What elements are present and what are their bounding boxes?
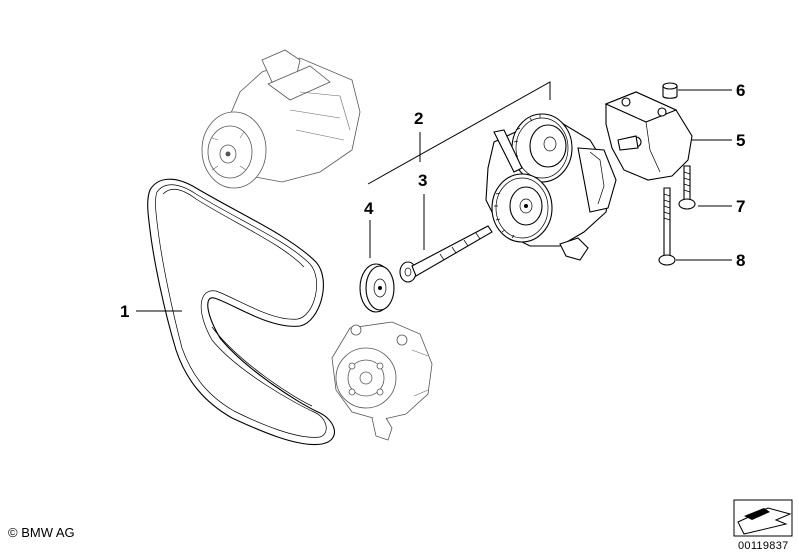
- pulley-bolt: [399, 225, 493, 283]
- callout-5: 5: [736, 131, 745, 150]
- copyright-text: © BMW AG: [8, 525, 75, 540]
- tensioner-bracket: [604, 91, 693, 181]
- callout-3: 3: [418, 171, 427, 190]
- ac-compressor: [201, 49, 361, 189]
- callout-2: 2: [414, 109, 423, 128]
- callout-7: 7: [736, 197, 745, 216]
- sleeve: [662, 82, 678, 99]
- bolt-short: [678, 165, 696, 210]
- direction-arrow-icon: [733, 499, 793, 537]
- diagram-id: 00119837: [738, 540, 789, 552]
- leader-lines: [136, 81, 732, 312]
- bolt-long: [658, 187, 676, 266]
- idler-pulley: [359, 263, 395, 313]
- callout-6: 6: [736, 81, 745, 100]
- power-steering-pump: [331, 321, 433, 441]
- callout-1: 1: [120, 302, 129, 321]
- callout-4: 4: [364, 199, 374, 218]
- belt-tensioner: [485, 113, 617, 261]
- callout-8: 8: [736, 251, 745, 270]
- ribbed-v-belt: [147, 178, 335, 446]
